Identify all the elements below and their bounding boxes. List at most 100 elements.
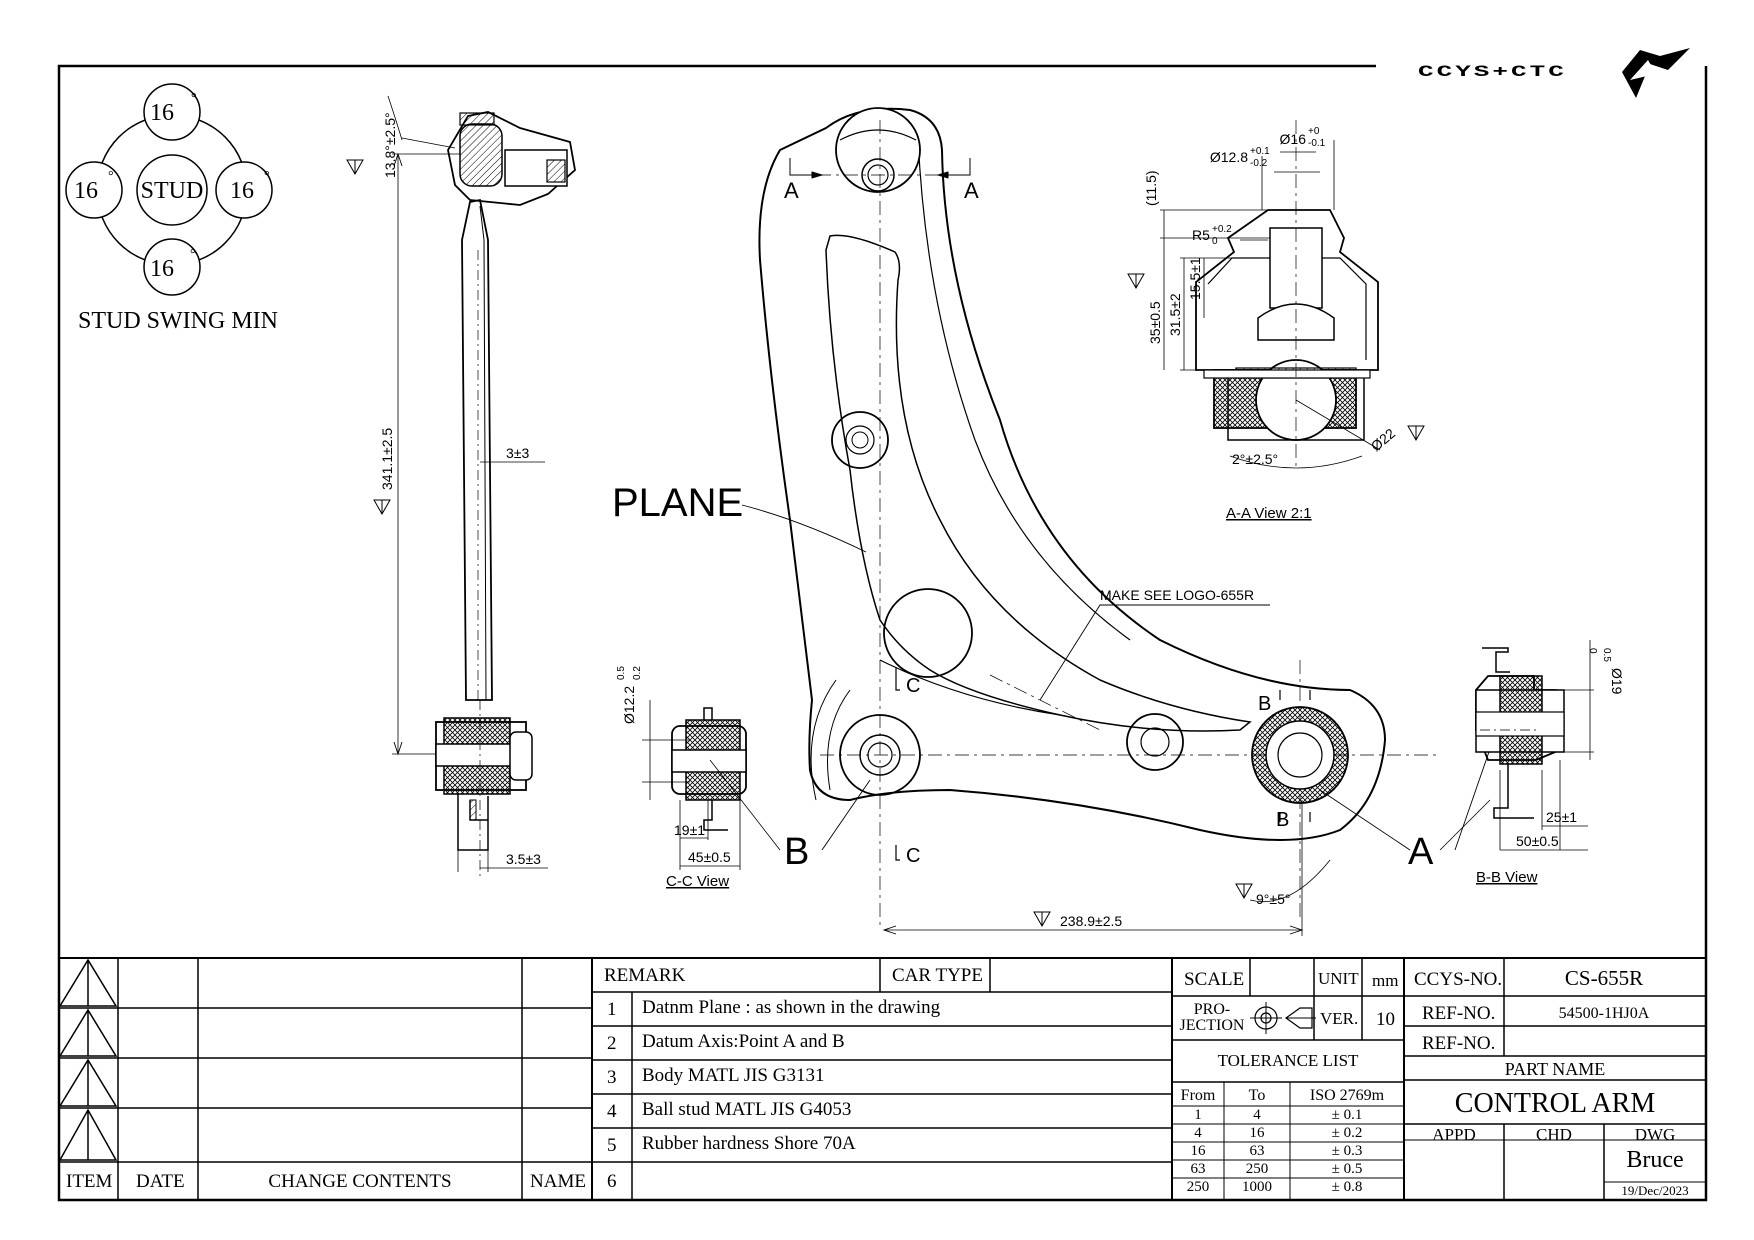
section-a-left: A xyxy=(784,178,799,203)
drawing-border xyxy=(57,64,1708,1202)
cc-view-caption: C-C View xyxy=(666,873,729,890)
projection-label-2: JECTION xyxy=(1179,1017,1245,1034)
side-offset-mid: 3±3 xyxy=(506,445,529,461)
bb-dim-50: 50±0.5 xyxy=(1516,833,1559,849)
swing-left-value: 16 xyxy=(74,178,98,204)
dwg-label: DWG xyxy=(1634,1125,1676,1144)
ver-label: VER. xyxy=(1320,1009,1359,1028)
tol-3-from: 16 xyxy=(1190,1143,1206,1159)
cc-diameter: Ø12.2 xyxy=(621,686,637,724)
tol-4-from: 63 xyxy=(1190,1161,1206,1177)
plane-label: PLANE xyxy=(612,481,743,525)
remark-label: REMARK xyxy=(604,965,686,986)
unit-value: mm xyxy=(1372,971,1399,990)
main-angle-dim: 9°±5° xyxy=(1256,891,1290,907)
ver-value: 10 xyxy=(1376,1009,1395,1030)
tol-header-iso: ISO 2769m xyxy=(1309,1087,1385,1104)
aa-dim-115: (11.5) xyxy=(1143,170,1159,206)
section-b-top: B xyxy=(1258,693,1271,715)
part-name-value: CONTROL ARM xyxy=(1454,1088,1656,1119)
rev-header-date: DATE xyxy=(136,1171,185,1192)
bb-view-caption: B-B View xyxy=(1476,869,1538,886)
section-c-top: C xyxy=(906,675,920,697)
swing-top-value: 16 xyxy=(150,100,174,126)
tol-header-from: From xyxy=(1180,1087,1216,1104)
aa-dim-155: 15.5±1 xyxy=(1187,257,1203,300)
aa-d16: Ø16 xyxy=(1280,131,1307,147)
remark-4-no: 4 xyxy=(607,1101,617,1122)
rev-header-item: ITEM xyxy=(66,1171,113,1192)
side-view xyxy=(346,95,576,880)
swing-center-label: STUD xyxy=(141,178,204,204)
aa-d16-lower: -0.1 xyxy=(1308,138,1326,149)
point-a-label: A xyxy=(1408,831,1434,873)
drawing-date: 19/Dec/2023 xyxy=(1621,1183,1689,1198)
cc-diameter-lower: 0.2 xyxy=(632,666,643,680)
swing-right-value: 16 xyxy=(230,178,254,204)
remark-2-text: Datum Axis:Point A and B xyxy=(642,1031,845,1052)
cc-diameter-upper: 0.5 xyxy=(616,666,627,680)
bb-diameter: Ø19 xyxy=(1609,668,1625,695)
part-name-label: PART NAME xyxy=(1504,1059,1606,1079)
aa-r5-lower: 0 xyxy=(1212,236,1218,247)
remark-6-no: 6 xyxy=(607,1171,617,1192)
tol-3-to: 63 xyxy=(1249,1143,1265,1159)
tol-2-from: 4 xyxy=(1194,1125,1202,1141)
aa-dim-35: 35±0.5 xyxy=(1147,301,1163,344)
swing-top-degree: ° xyxy=(191,91,197,106)
tolerance-title: TOLERANCE LIST xyxy=(1217,1051,1359,1070)
section-c-bottom: C xyxy=(906,845,920,867)
dwg-by: Bruce xyxy=(1626,1147,1684,1173)
aa-r5-upper: +0.2 xyxy=(1212,224,1232,235)
aa-d128-lower: -0.2 xyxy=(1250,158,1268,169)
point-b-label: B xyxy=(784,831,809,873)
appd-label: APPD xyxy=(1432,1125,1476,1144)
aa-r5: R5 xyxy=(1192,227,1210,243)
side-length-dim: 341.1±2.5 xyxy=(379,428,395,490)
remark-5-text: Rubber hardness Shore 70A xyxy=(642,1133,856,1154)
scale-label: SCALE xyxy=(1184,969,1245,990)
tol-2-value: ± 0.2 xyxy=(1331,1125,1363,1141)
rev-header-name: NAME xyxy=(530,1171,586,1192)
swing-bottom-degree: ° xyxy=(190,247,196,262)
tol-5-to: 1000 xyxy=(1242,1179,1272,1195)
aa-angle: 2°±2.5° xyxy=(1232,451,1278,467)
tol-5-value: ± 0.8 xyxy=(1331,1179,1363,1195)
swing-right-degree: ° xyxy=(264,169,270,184)
stud-swing-caption: STUD SWING MIN xyxy=(78,308,278,334)
tol-2-to: 16 xyxy=(1249,1125,1265,1141)
main-span-dim: 238.9±2.5 xyxy=(1060,913,1122,929)
tol-5-from: 250 xyxy=(1186,1179,1210,1195)
remark-1-no: 1 xyxy=(607,999,617,1020)
company-logo: CCYS+CTC xyxy=(1418,48,1690,98)
main-view xyxy=(741,107,1501,936)
logo-text: CCYS+CTC xyxy=(1418,64,1567,81)
swing-left-degree: ° xyxy=(108,169,114,184)
remark-4-text: Ball stud MATL JIS G4053 xyxy=(642,1099,852,1120)
title-block-grid xyxy=(58,957,1706,1200)
ref-no-label-1: REF-NO. xyxy=(1422,1003,1496,1024)
side-offset-bottom: 3.5±3 xyxy=(506,851,541,867)
remark-5-no: 5 xyxy=(607,1135,617,1156)
tol-1-to: 4 xyxy=(1253,1107,1261,1123)
aa-dim-315: 31.5±2 xyxy=(1167,293,1183,336)
tol-1-value: ± 0.1 xyxy=(1331,1107,1363,1123)
bb-view xyxy=(1439,640,1594,851)
chd-label: CHD xyxy=(1536,1125,1572,1144)
unit-label: UNIT xyxy=(1318,969,1359,988)
aa-d128-upper: +0.1 xyxy=(1250,146,1270,157)
bb-diameter-lower: 0 xyxy=(1587,648,1598,654)
cc-dim-inner: 19±1 xyxy=(674,822,705,838)
remark-3-no: 3 xyxy=(607,1067,617,1088)
aa-d22: Ø22 xyxy=(1368,425,1399,454)
section-b-bottom: B xyxy=(1276,809,1289,831)
cc-dim-outer: 45±0.5 xyxy=(688,849,731,865)
remark-3-text: Body MATL JIS G3131 xyxy=(642,1065,825,1086)
swing-bottom-value: 16 xyxy=(150,256,174,282)
projection-label-1: PRO- xyxy=(1193,1001,1231,1018)
tol-3-value: ± 0.3 xyxy=(1331,1143,1363,1159)
section-a-right: A xyxy=(964,178,979,203)
bb-diameter-upper: 0.5 xyxy=(1601,648,1612,662)
car-type-label: CAR TYPE xyxy=(892,965,983,986)
